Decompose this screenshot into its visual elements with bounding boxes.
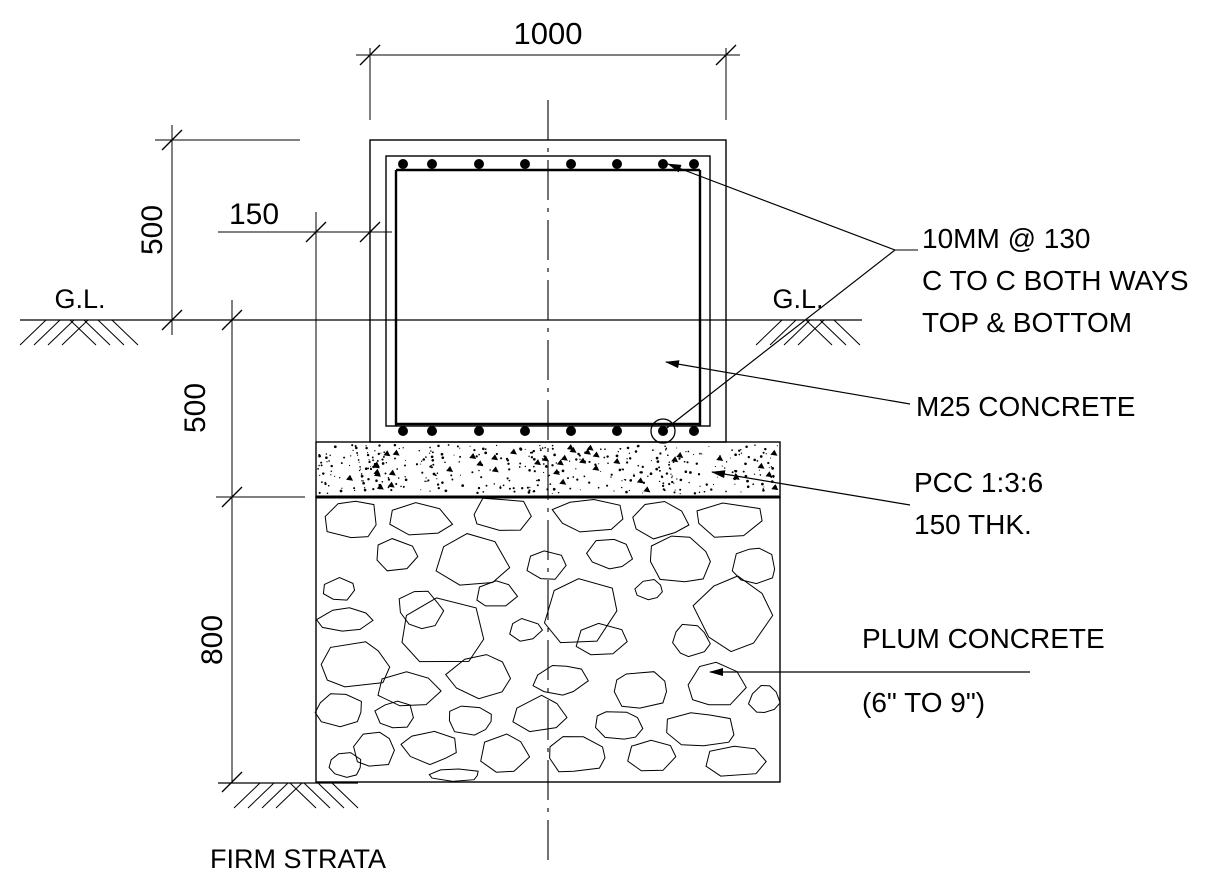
rebar-dot [689,426,699,436]
rebar-dot [520,159,530,169]
dimension-depth-label: 500 [179,383,212,433]
rebar-callout-line-1: 10MM @ 130 [922,223,1091,254]
rebar-callout-line-3: TOP & BOTTOM [922,307,1132,338]
rebar-dot [658,159,668,169]
rebar-callout-line-2: C TO C BOTH WAYS [922,265,1189,296]
leader-lines [662,163,1030,676]
dimension-width-label: 1000 [514,16,583,51]
ground-hatch-right [755,319,861,346]
plum-callout-line-2: (6" TO 9") [862,687,985,718]
dimension-plum-depth-label: 800 [196,615,229,665]
rebar-dot [398,426,408,436]
rebar-dots [398,159,699,436]
pcc-callout-line-2: 150 THK. [914,509,1032,540]
rebar-dot [474,159,484,169]
ground-level-label-right: G.L. [772,284,823,314]
dimension-height-above-gl-label: 500 [136,205,169,255]
plum-concrete-stones [314,497,781,782]
ground-hatch-left [19,319,139,346]
rebar-highlight-circle [650,418,676,444]
pcc-callout-line-1: PCC 1:3:6 [914,467,1043,498]
rebar-dot [612,426,622,436]
rebar-dot [689,159,699,169]
rebar-dot [398,159,408,169]
dimension-depth-below-gl [216,300,305,793]
rebar-dot [427,159,437,169]
rebar-dot [612,159,622,169]
rebar-dot [566,159,576,169]
rebar-dot [566,426,576,436]
plum-callout-line-1: PLUM CONCRETE [862,623,1105,654]
ground-hatch-bottom [218,782,359,809]
pcc-layer-hatch [317,443,779,495]
firm-strata-label: FIRM STRATA [210,844,386,874]
rebar-dot [427,426,437,436]
concrete-callout: M25 CONCRETE [916,391,1135,422]
dimension-width-top [356,44,740,120]
dimension-offset-label: 150 [229,198,279,231]
rebar-dot [474,426,484,436]
dimension-offset-left [218,212,392,442]
ground-level-label-left: G.L. [54,284,105,314]
rebar-dot [520,426,530,436]
dimension-height-above-gl [155,125,300,335]
